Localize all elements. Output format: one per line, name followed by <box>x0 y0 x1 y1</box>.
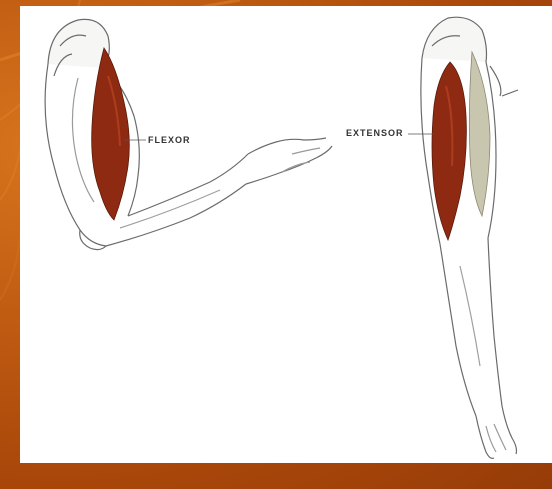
flexor-label: FLEXOR <box>148 135 191 145</box>
extensor-tendon <box>469 52 490 216</box>
right-arm-figure <box>421 17 518 458</box>
flexor-muscle <box>92 48 130 220</box>
extensor-label: EXTENSOR <box>346 128 404 138</box>
arm-muscle-illustration <box>20 6 552 463</box>
illustration-panel: FLEXOR EXTENSOR <box>20 6 552 463</box>
extensor-muscle <box>432 62 466 240</box>
